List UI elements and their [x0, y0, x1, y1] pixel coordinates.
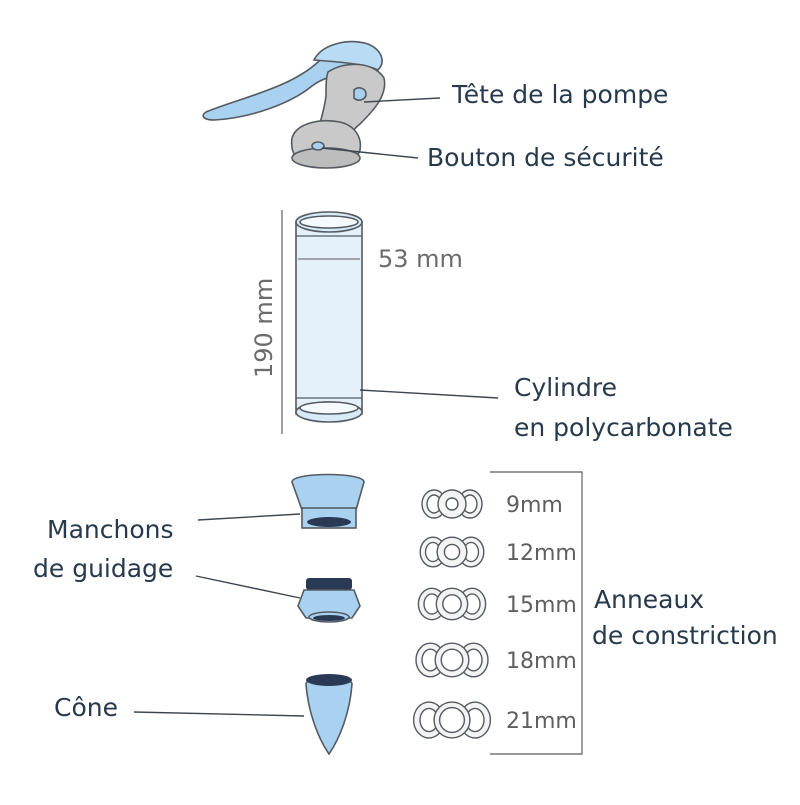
leader-pump-head [363, 97, 441, 103]
ring-center-hole [443, 543, 461, 561]
guide-sleeve-small [297, 578, 361, 623]
cylinder-top-inner [299, 215, 359, 229]
cylinder-body [295, 221, 363, 415]
cone [305, 674, 353, 756]
ring-center-hole [442, 594, 462, 614]
height-dimension: 190 mm [250, 278, 278, 378]
label-rings-line2: de constriction [592, 621, 778, 650]
label-sleeves-line2: de guidage [33, 554, 173, 583]
label-safety-button: Bouton de sécurité [427, 143, 664, 172]
ring-size-label: 18mm [506, 649, 577, 674]
leader-cylinder [359, 389, 499, 399]
label-cylinder-line1: Cylindre [514, 373, 617, 402]
ring-18mm: 18mm [415, 642, 577, 678]
pump-head [202, 40, 386, 169]
constriction-rings: 9mm 12mm 15mm 18mm 21mm [412, 489, 577, 739]
rings-bracket [490, 471, 583, 755]
leader-cone [133, 711, 305, 717]
label-rings-line1: Anneaux [594, 585, 704, 614]
diameter-dimension: 53 mm [378, 245, 463, 273]
label-pump-head: Tête de la pompe [451, 80, 668, 109]
leader-sleeve-small [195, 575, 301, 599]
pump-valve-icon [353, 87, 367, 101]
ring-size-label: 15mm [506, 593, 577, 618]
label-cone: Cône [54, 693, 118, 722]
pump-top-cap [312, 40, 383, 71]
leader-safety-button [321, 147, 419, 159]
leader-sleeve-large [197, 513, 301, 521]
ring-center-hole [440, 648, 464, 672]
label-sleeves-line1: Manchons [47, 515, 174, 544]
safety-button-icon [311, 141, 325, 151]
ring-9mm: 9mm [421, 489, 563, 519]
ring-size-label: 21mm [506, 709, 577, 734]
cylinder [295, 211, 363, 423]
ring-21mm: 21mm [412, 701, 577, 739]
ring-15mm: 15mm [417, 587, 577, 621]
cylinder-bottom-inner [299, 401, 359, 415]
label-cylinder-line2: en polycarbonate [514, 413, 733, 442]
ring-center-hole [438, 706, 466, 734]
ring-size-label: 12mm [506, 541, 577, 566]
ring-size-label: 9mm [506, 493, 563, 518]
guide-sleeve-large [291, 473, 365, 529]
ring-12mm: 12mm [419, 536, 577, 568]
ring-center-hole [445, 497, 459, 511]
